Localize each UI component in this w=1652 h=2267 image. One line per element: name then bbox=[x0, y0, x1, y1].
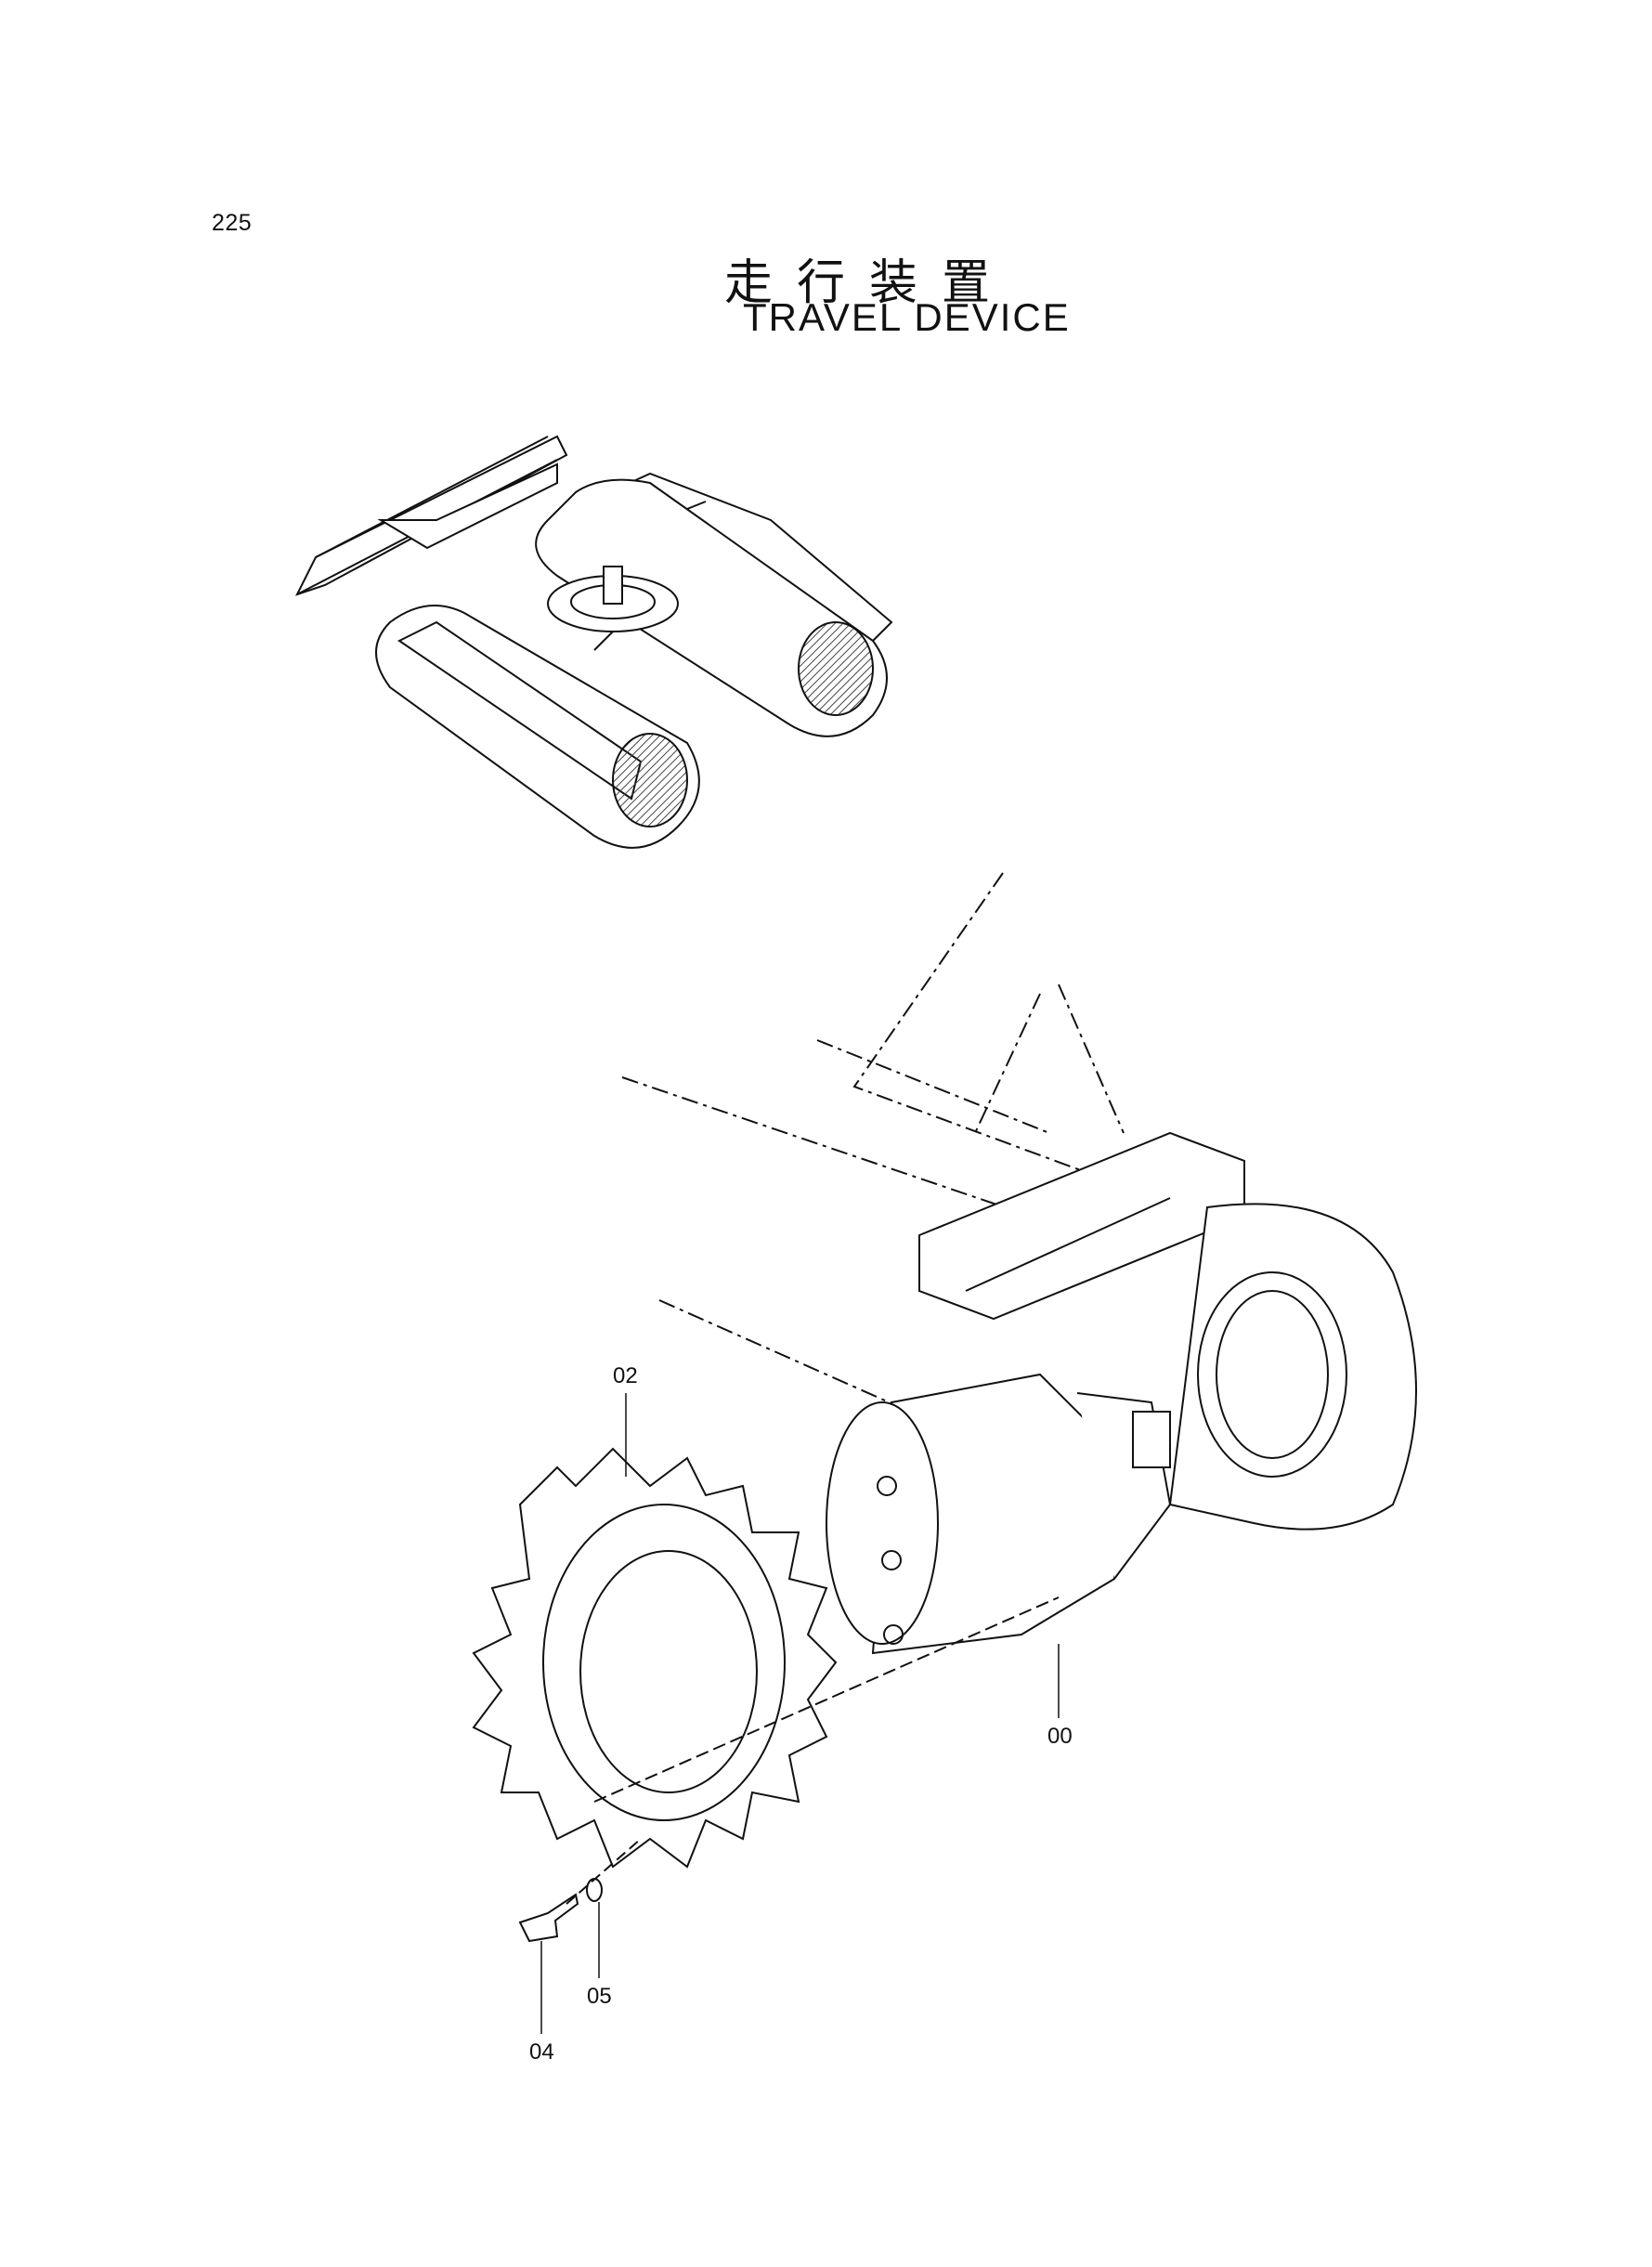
callout-02: 02 bbox=[613, 1363, 638, 1388]
page-number: 225 bbox=[212, 210, 253, 236]
callout-04: 04 bbox=[529, 2039, 554, 2065]
page-title-jp: 走行装置 bbox=[724, 255, 1015, 311]
undercarriage-overview bbox=[295, 435, 893, 849]
travel-device-assembly bbox=[472, 872, 1417, 1943]
callout-05: 05 bbox=[587, 1984, 612, 2009]
callout-leaders bbox=[540, 1393, 1060, 2034]
page-title-en: TRAVEL DEVICE bbox=[743, 295, 1071, 339]
callout-00: 00 bbox=[1047, 1724, 1073, 1749]
